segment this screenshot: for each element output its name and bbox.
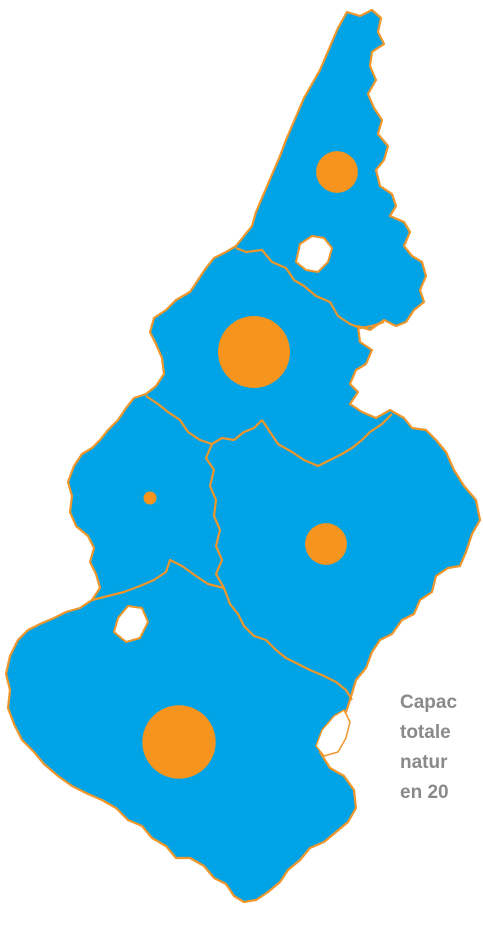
enclave-east [315, 708, 351, 757]
bubble-north [316, 151, 358, 193]
bubble-south [142, 705, 216, 779]
border-upper-west [145, 395, 263, 446]
border-upper-east [261, 413, 393, 468]
bubble-east-central [305, 523, 347, 565]
caption-line-4: en 20 [400, 782, 449, 803]
enclave-north [295, 235, 333, 273]
caption-line-1: Capac [400, 692, 458, 713]
territory-outline [4, 8, 482, 904]
caption-line-3: natur [400, 752, 448, 773]
border-west-south [91, 558, 225, 602]
enclave-west [113, 605, 149, 643]
map-caption: Capac totale natur en 20 [400, 688, 483, 808]
bubble-upper-central [218, 316, 290, 388]
bubble-west [143, 491, 157, 505]
border-west-east [204, 443, 225, 589]
caption-line-2: totale [400, 722, 451, 743]
border-east-south [222, 587, 353, 701]
border-north-upper [235, 246, 385, 330]
